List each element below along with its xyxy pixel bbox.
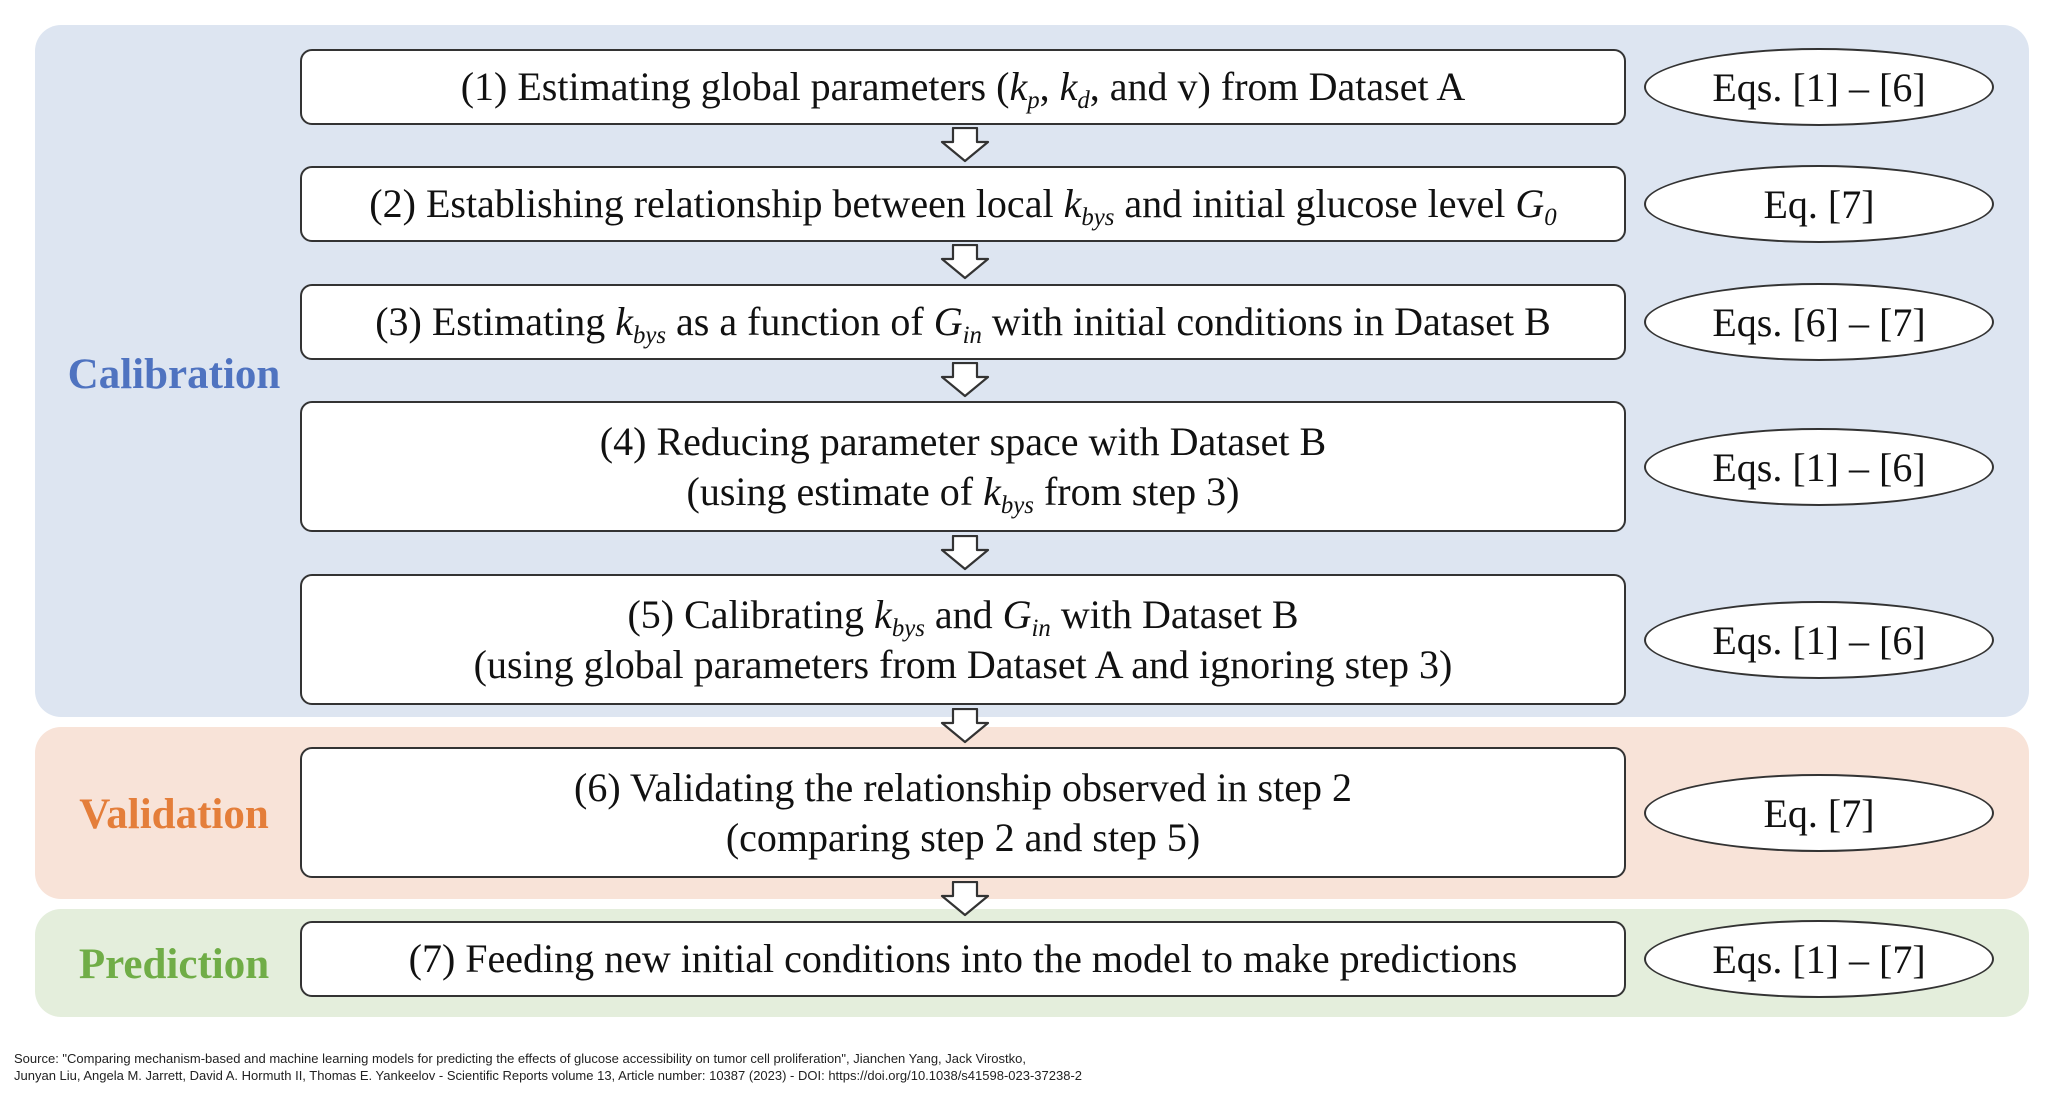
step-6-line-1: (6) Validating the relationship observed… (574, 764, 1352, 810)
eq-ellipse-1: Eqs. [1] – [6] (1644, 48, 1994, 126)
eq-ellipse-3: Eqs. [6] – [7] (1644, 283, 1994, 361)
flow-arrow-icon (940, 362, 990, 398)
step-2-box: (2) Establishing relationship between lo… (300, 166, 1626, 242)
eq-ellipse-6: Eq. [7] (1644, 774, 1994, 852)
step-5-box: (5) Calibrating kbys and Gin with Datase… (300, 574, 1626, 705)
source-line-1: Source: "Comparing mechanism-based and m… (14, 1051, 1026, 1066)
flow-arrow-icon (940, 127, 990, 163)
step-4-line-1: (4) Reducing parameter space with Datase… (599, 418, 1327, 464)
flow-arrow-icon (940, 881, 990, 917)
step-6-box: (6) Validating the relationship observed… (300, 747, 1626, 878)
eq-ellipse-7: Eqs. [1] – [7] (1644, 920, 1994, 998)
calibration-label: Calibration (67, 351, 281, 398)
step-5-line-2: (using global parameters from Dataset A … (473, 641, 1453, 687)
step-7-text: (7) Feeding new initial conditions into … (408, 936, 1518, 981)
step-3-text: (3) Estimating kbys as a function of Gin… (375, 299, 1551, 349)
eq-ellipse-2: Eq. [7] (1644, 165, 1994, 243)
validation-label: Validation (79, 791, 269, 838)
flow-arrow-icon (940, 708, 990, 744)
prediction-label: Prediction (78, 941, 270, 988)
source-caption: Source: "Comparing mechanism-based and m… (14, 1050, 1082, 1084)
step-7-box: (7) Feeding new initial conditions into … (300, 921, 1626, 997)
step-2-text: (2) Establishing relationship between lo… (369, 181, 1557, 231)
step-1-text: (1) Estimating global parameters (kp, kd… (460, 64, 1466, 114)
step-6-line-2: (comparing step 2 and step 5) (725, 814, 1201, 860)
eq-ellipse-5: Eqs. [1] – [6] (1644, 601, 1994, 679)
step-5-line-1: (5) Calibrating kbys and Gin with Datase… (627, 591, 1299, 642)
step-1-box: (1) Estimating global parameters (kp, kd… (300, 49, 1626, 125)
step-4-line-2: (using estimate of kbys from step 3) (686, 468, 1240, 519)
source-line-2: Junyan Liu, Angela M. Jarrett, David A. … (14, 1068, 1083, 1083)
flow-arrow-icon (940, 244, 990, 280)
flow-arrow-icon (940, 535, 990, 571)
eq-ellipse-4: Eqs. [1] – [6] (1644, 428, 1994, 506)
step-4-box: (4) Reducing parameter space with Datase… (300, 401, 1626, 532)
step-3-box: (3) Estimating kbys as a function of Gin… (300, 284, 1626, 360)
